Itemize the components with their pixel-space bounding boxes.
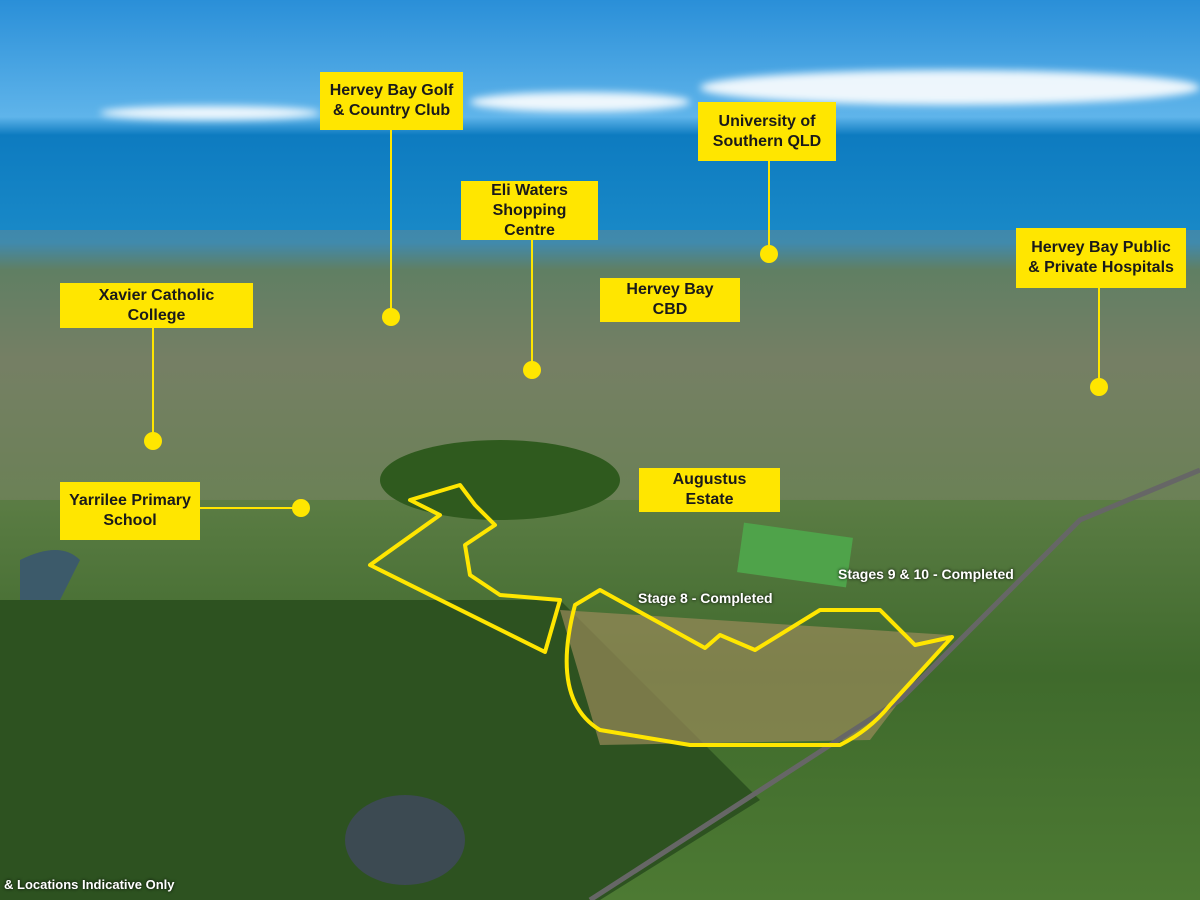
river [20, 550, 80, 600]
connector-lines [152, 130, 1100, 509]
label-yarrilee-school: Yarrilee Primary School [60, 482, 200, 540]
label-hospitals: Hervey Bay Public & Private Hospitals [1016, 228, 1186, 288]
suburbs-area [0, 230, 1200, 500]
stage-8-label: Stage 8 - Completed [638, 590, 773, 606]
stages-9-10-boundary [368, 483, 562, 654]
label-university: University of Southern QLD [698, 102, 836, 161]
stage-8-land [560, 610, 950, 745]
stage-8-boundary [564, 588, 954, 747]
stage-9-10-label: Stages 9 & 10 - Completed [838, 566, 1014, 582]
label-shopping-centre: Eli Waters Shopping Centre [461, 181, 598, 240]
location-dots [144, 245, 1108, 517]
label-xavier-college: Xavier Catholic College [60, 283, 253, 328]
lake [345, 795, 465, 885]
sports-field [737, 522, 853, 588]
highway [588, 467, 1200, 900]
cloud [470, 92, 690, 112]
cloud [100, 106, 320, 120]
label-augustus-estate: Augustus Estate [639, 468, 780, 512]
cloud [700, 70, 1200, 105]
disclaimer-caption: & Locations Indicative Only [4, 877, 175, 892]
forest [0, 600, 760, 900]
label-cbd: Hervey Bay CBD [600, 278, 740, 322]
label-golf-club: Hervey Bay Golf & Country Club [320, 72, 463, 130]
bushland [380, 440, 620, 520]
